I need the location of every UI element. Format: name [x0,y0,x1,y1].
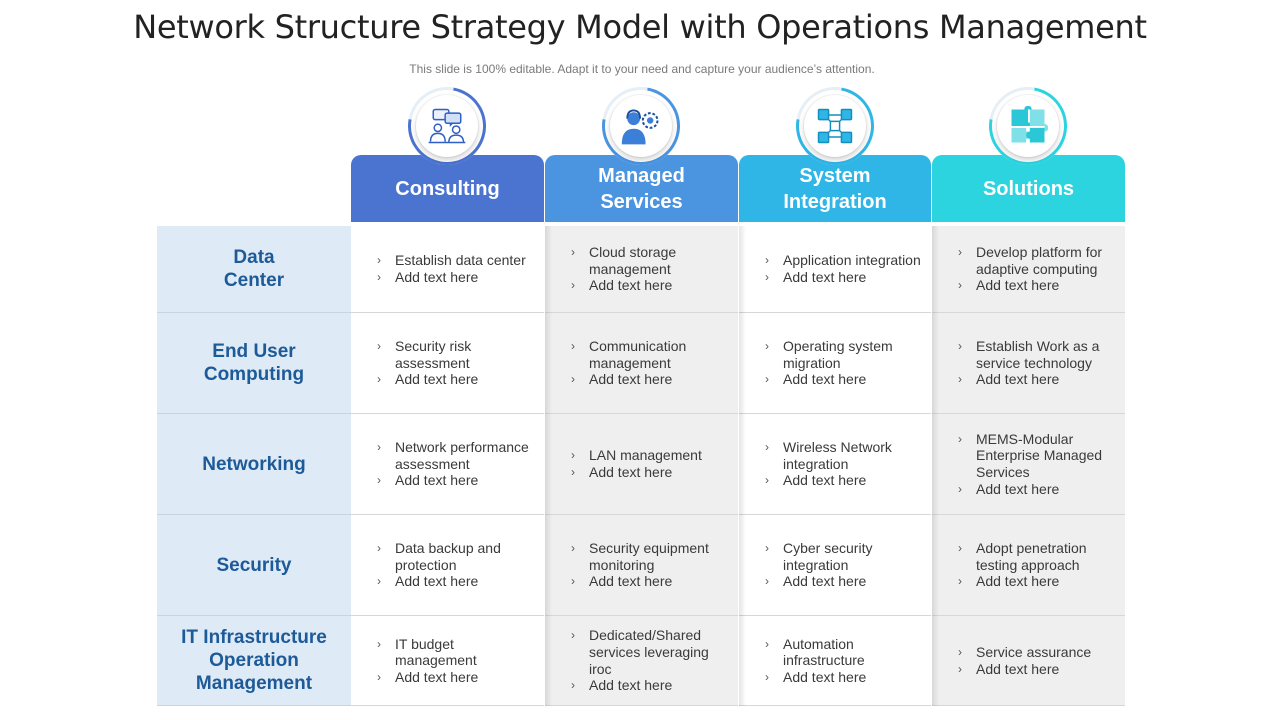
bullet-item: Develop platform for adaptive computing [958,244,1117,277]
cell-security-system-integration: Cyber security integrationAdd text here [739,515,931,616]
cell-networking-solutions: MEMS-Modular Enterprise Managed Services… [932,414,1125,515]
bullet-item: Cloud storage management [571,244,730,277]
bullet-item: Add text here [765,269,923,286]
bullet-item: IT budget management [377,636,536,669]
bullet-item: Establish data center [377,252,536,269]
bullet-item: Add text here [958,277,1117,294]
bullet-item: Add text here [571,464,730,481]
bullet-item: Add text here [571,573,730,590]
bullet-item: Add text here [765,573,923,590]
column-header-consulting: Consulting [351,155,544,222]
bullet-item: Add text here [765,669,923,686]
support-agent-gear-icon [586,71,696,181]
bullet-item: Add text here [571,371,730,388]
bullet-item: Communication management [571,338,730,371]
slide-title: Network Structure Strategy Model with Op… [133,8,1147,46]
bullet-item: Network performance assessment [377,439,536,472]
column-header-solutions: Solutions [932,155,1125,222]
cell-security-managed-services: Security equipment monitoringAdd text he… [545,515,738,616]
bullet-item: Security equipment monitoring [571,540,730,573]
cell-end-user-computing-managed-services: Communication managementAdd text here [545,313,738,414]
bullet-item: Add text here [958,573,1117,590]
bullet-item: Add text here [377,371,536,388]
bullet-item: Add text here [377,472,536,489]
bullet-item: LAN management [571,447,730,464]
cell-security-consulting: Data backup and protectionAdd text here [351,515,544,616]
bullet-item: Adopt penetration testing approach [958,540,1117,573]
bullet-item: Add text here [571,677,730,694]
bullet-item: Operating system migration [765,338,923,371]
bullet-item: Data backup and protection [377,540,536,573]
cell-it-infrastructure-managed-services: Dedicated/Shared services leveraging iro… [545,616,738,706]
cell-networking-system-integration: Wireless Network integrationAdd text her… [739,414,931,515]
bullet-item: Add text here [958,661,1117,678]
bullet-item: Security risk assessment [377,338,536,371]
cell-it-infrastructure-solutions: Service assuranceAdd text here [932,616,1125,706]
cell-end-user-computing-consulting: Security risk assessmentAdd text here [351,313,544,414]
puzzle-icon [973,71,1083,181]
bullet-item: Add text here [958,481,1117,498]
bullet-item: Add text here [377,573,536,590]
bullet-item: Establish Work as a service technology [958,338,1117,371]
bullet-item: Add text here [765,371,923,388]
row-label-security: Security [157,515,351,616]
team-chat-icon [392,71,502,181]
cell-data-center-managed-services: Cloud storage managementAdd text here [545,226,738,313]
cell-networking-managed-services: LAN managementAdd text here [545,414,738,515]
bullet-item: Add text here [958,371,1117,388]
cell-it-infrastructure-system-integration: Automation infrastructureAdd text here [739,616,931,706]
cell-data-center-solutions: Develop platform for adaptive computingA… [932,226,1125,313]
bullet-item: Add text here [377,269,536,286]
bullet-item: Dedicated/Shared services leveraging iro… [571,627,730,677]
bullet-item: MEMS-Modular Enterprise Managed Services [958,431,1117,481]
bullet-item: Application integration [765,252,923,269]
cell-end-user-computing-system-integration: Operating system migrationAdd text here [739,313,931,414]
cell-networking-consulting: Network performance assessmentAdd text h… [351,414,544,515]
network-nodes-icon [780,71,890,181]
bullet-item: Cyber security integration [765,540,923,573]
cell-it-infrastructure-consulting: IT budget managementAdd text here [351,616,544,706]
bullet-item: Add text here [765,472,923,489]
cell-end-user-computing-solutions: Establish Work as a service technologyAd… [932,313,1125,414]
cell-data-center-system-integration: Application integrationAdd text here [739,226,931,313]
cell-security-solutions: Adopt penetration testing approachAdd te… [932,515,1125,616]
slide-subtitle: This slide is 100% editable. Adapt it to… [409,62,875,76]
bullet-item: Automation infrastructure [765,636,923,669]
bullet-item: Add text here [377,669,536,686]
cell-data-center-consulting: Establish data centerAdd text here [351,226,544,313]
bullet-item: Add text here [571,277,730,294]
bullet-item: Wireless Network integration [765,439,923,472]
bullet-item: Service assurance [958,644,1117,661]
row-label-networking: Networking [157,414,351,515]
